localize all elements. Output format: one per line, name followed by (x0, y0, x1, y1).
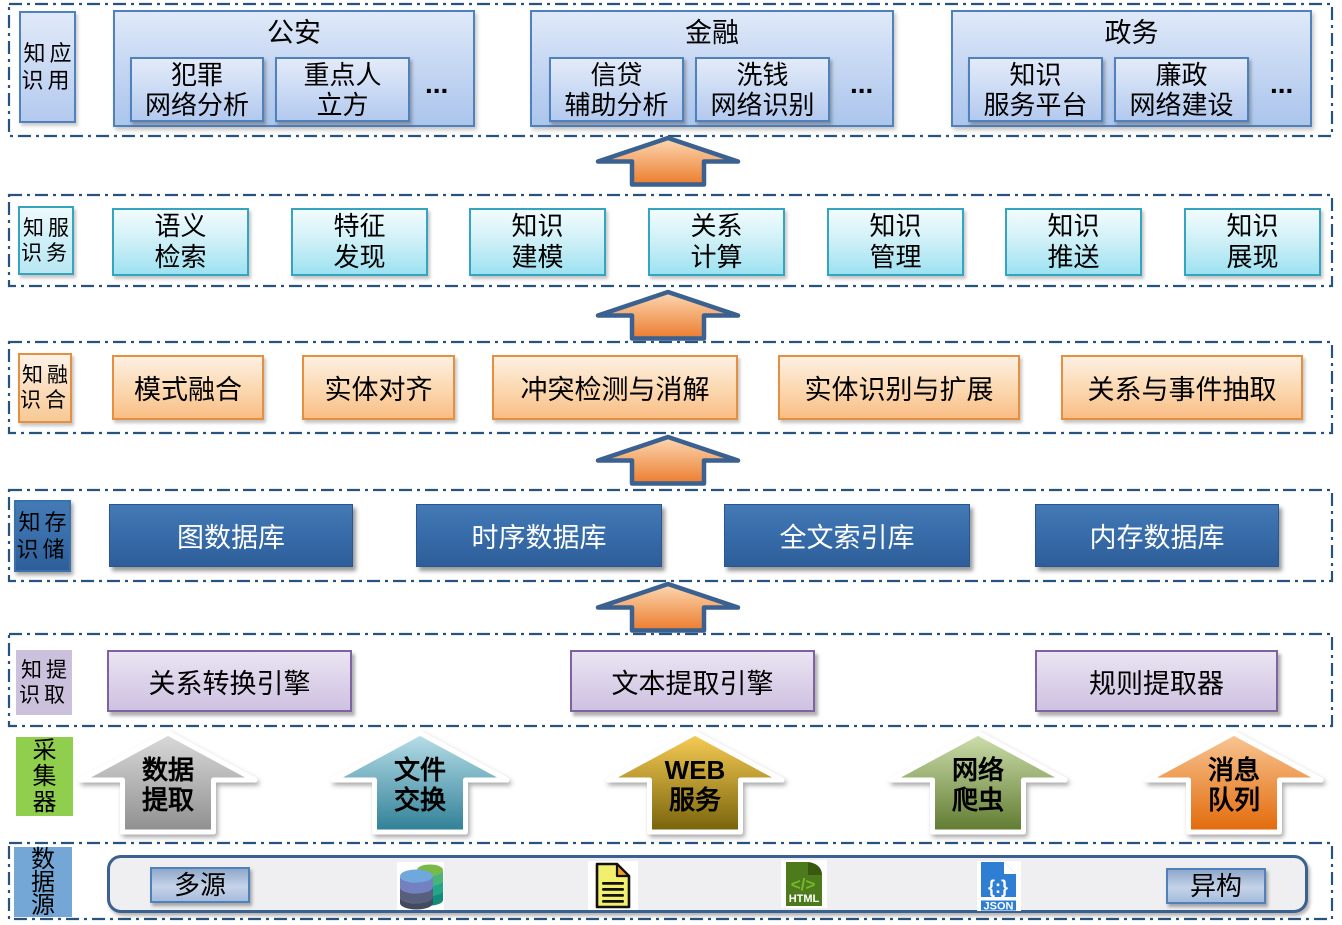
flow-up-arrow-icon (595, 289, 741, 341)
layer-label-knowledge-service: 知服 识务 (18, 206, 74, 275)
fusion-item-relation-event-extraction: 关系与事件抽取 (1061, 355, 1303, 420)
database-icon (400, 864, 443, 910)
json-icon-caption: JSON (984, 901, 1014, 912)
datasource-tag-heterogeneous: 异构 (1166, 868, 1266, 904)
application-section-frame (7, 2, 1334, 138)
flow-up-arrow-icon (595, 434, 741, 486)
fusion-item-conflict-detection-resolution: 冲突检测与消解 (492, 355, 738, 420)
storage-item-timeseries-database: 时序数据库 (416, 504, 662, 567)
datasource-section-frame (7, 841, 1334, 921)
document-icon-tile (588, 861, 638, 910)
collector-arrow-label: 文件交换 (360, 755, 480, 815)
group-title: 金融 (685, 18, 739, 48)
flow-up-arrow-icon (595, 581, 741, 633)
collector-arrow-text: 消息 (1207, 755, 1260, 785)
service-item-knowledge-presentation: 知识 展现 (1184, 208, 1321, 276)
fusion-item-schema-fusion: 模式融合 (112, 355, 264, 420)
collector-arrow-label: 数据提取 (108, 755, 228, 815)
layer-label-knowledge-storage: 知存 识储 (14, 500, 71, 572)
storage-section-frame (7, 488, 1334, 583)
collector-arrow-text: 提取 (141, 785, 194, 815)
layer-label-knowledge-fusion: 知融 识合 (18, 353, 72, 423)
service-item-semantic-search: 语义 检索 (112, 208, 249, 276)
storage-item-fulltext-index: 全文索引库 (724, 504, 970, 567)
extraction-item-relation-conversion-engine: 关系转换引擎 (107, 650, 352, 712)
extraction-item-rule-extractor: 规则提取器 (1035, 650, 1278, 712)
html-icon-caption: HTML (789, 893, 820, 905)
collector-arrow-message-queue-icon (1144, 730, 1324, 835)
collector-arrow-file-exchange-icon (330, 730, 510, 835)
html-icon-glyph: </> (791, 875, 816, 894)
datasource-bar (107, 855, 1308, 913)
extraction-section-frame (7, 632, 1334, 728)
service-item-relation-computation: 关系 计算 (648, 208, 785, 276)
service-item-knowledge-modeling: 知识 建模 (469, 208, 606, 276)
group-title: 公安 (267, 18, 321, 48)
html-icon-tile: </> HTML (781, 860, 827, 908)
document-icon (595, 862, 631, 909)
ellipsis-more: ... (850, 68, 874, 99)
collector-arrow-label: 消息队列 (1174, 755, 1294, 815)
collector-arrow-text: 爬虫 (951, 785, 1004, 815)
ellipsis-more: ... (425, 68, 449, 99)
html-icon: </> HTML (786, 862, 822, 906)
storage-item-inmemory-database: 内存数据库 (1035, 504, 1279, 567)
service-section-frame (7, 193, 1334, 288)
service-item-knowledge-push: 知识 推送 (1005, 208, 1142, 276)
service-item-knowledge-management: 知识 管理 (827, 208, 964, 276)
database-cylinder-blue (400, 869, 433, 910)
application-item-credit-aid-analysis: 信贷 辅助分析 (549, 57, 684, 122)
collector-arrow-text: WEB (664, 755, 726, 785)
database-icon-tile (397, 862, 444, 910)
application-group-government: 政务 知识 服务平台 廉政 网络建设 ... (951, 10, 1312, 127)
collector-arrow-text: 网络 (951, 755, 1004, 785)
application-item-knowledge-service-platform: 知识 服务平台 (968, 57, 1103, 122)
collector-arrow-label: 网络爬虫 (918, 755, 1038, 815)
collector-arrow-text: 服务 (668, 785, 721, 815)
collector-arrows (78, 730, 1324, 835)
collector-arrow-text: 交换 (393, 785, 446, 815)
application-item-key-person-cube: 重点人 立方 (275, 57, 410, 122)
fusion-item-entity-alignment: 实体对齐 (302, 355, 455, 420)
collector-arrow-text: 数据 (141, 755, 194, 785)
collector-arrow-web-crawler-icon (888, 730, 1068, 835)
json-icon: {:} JSON (981, 862, 1016, 913)
application-group-finance: 金融 信贷 辅助分析 洗钱 网络识别 ... (530, 10, 894, 127)
flow-up-arrow-icon (595, 135, 741, 187)
service-item-feature-discovery: 特征 发现 (291, 208, 428, 276)
collector-arrow-text: 文件 (393, 755, 446, 785)
layer-label-knowledge-application: 知应 识用 (19, 11, 76, 123)
datasource-tag-multisource: 多源 (150, 867, 250, 903)
group-title: 政务 (1104, 18, 1159, 48)
application-item-money-laundering-network: 洗钱 网络识别 (695, 57, 830, 122)
json-icon-glyph: {:} (988, 877, 1008, 897)
extraction-item-text-extraction-engine: 文本提取引擎 (570, 650, 815, 712)
collector-arrow-text: 队列 (1207, 785, 1260, 815)
json-icon-tile: {:} JSON (977, 861, 1021, 913)
collector-arrow-data-extract-icon (78, 730, 258, 835)
collector-arrow-web-service-icon (605, 730, 785, 835)
flow-arrows (595, 135, 741, 633)
storage-item-graph-database: 图数据库 (109, 504, 353, 567)
section-frames (7, 2, 1334, 921)
application-item-clean-government-network: 廉政 网络建设 (1114, 57, 1249, 122)
application-group-public-security: 公安 犯罪 网络分析 重点人 立方 ... (113, 10, 475, 127)
layer-label-collector: 采 集 器 (16, 737, 73, 816)
fusion-item-entity-recognition-expansion: 实体识别与扩展 (778, 355, 1020, 420)
application-item-crime-network-analysis: 犯罪 网络分析 (130, 57, 264, 122)
ellipsis-more: ... (1270, 68, 1294, 99)
layer-label-knowledge-extraction: 知提 识取 (16, 650, 72, 715)
fusion-section-frame (7, 340, 1334, 435)
layer-label-datasource: 数 据 源 (14, 847, 72, 917)
